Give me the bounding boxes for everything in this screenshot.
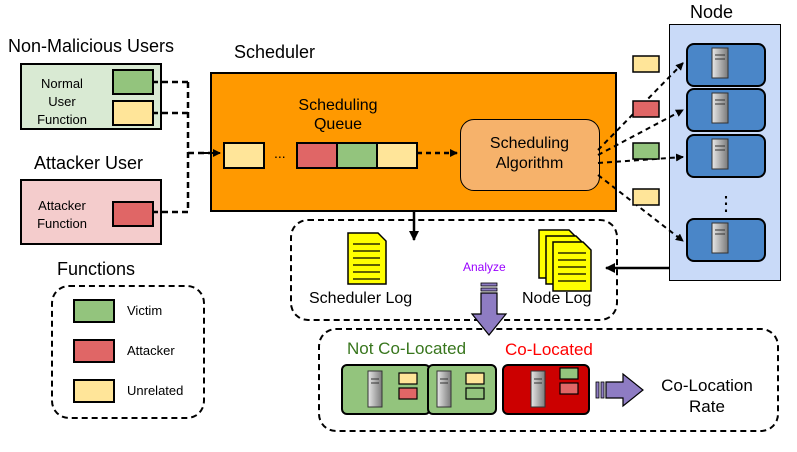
attacker-function-block <box>112 201 154 227</box>
colocation-rate-label: Co-Location Rate <box>661 376 753 416</box>
normal-user-function-label: Normal User Function <box>37 76 87 127</box>
dispatch-attacker-block <box>632 100 660 118</box>
queue-ellipsis: ... <box>274 145 286 161</box>
node-log-label: Node Log <box>522 290 592 307</box>
dispatch-unrelated-block-1 <box>632 55 660 73</box>
algorithm-to-node-arrows <box>597 62 684 242</box>
node-server-icons <box>711 47 729 254</box>
node-title: Node <box>690 2 734 22</box>
analyze-label: Analyze <box>463 260 506 274</box>
node-vertical-ellipsis: ⋮ <box>716 193 736 215</box>
not-colocated-label: Not Co-Located <box>347 339 467 358</box>
result-rate-arrow <box>595 372 644 408</box>
legend-victim-label: Victim <box>127 303 163 318</box>
scheduling-queue-label: Scheduling Queue <box>298 97 378 133</box>
queue-victim-block <box>336 142 378 169</box>
dispatch-unrelated-block-2 <box>632 188 660 206</box>
analyze-arrow <box>470 282 508 336</box>
normal-function-victim-block <box>112 69 154 95</box>
result-node1-attacker <box>398 387 418 400</box>
attacker-user-box: Attacker Function <box>20 179 162 245</box>
result-dashed-box <box>318 328 779 432</box>
scheduling-algorithm-box: Scheduling Algorithm <box>460 119 600 191</box>
legend-attacker-label: Attacker <box>127 343 175 358</box>
scheduler-box: Scheduling Queue ... Scheduling Algorith… <box>210 72 617 212</box>
dispatch-victim-block <box>632 142 660 160</box>
queue-attacker-block <box>296 142 338 169</box>
attacker-function-label: Attacker Function <box>37 198 87 231</box>
scheduling-algorithm-label: Scheduling Algorithm <box>489 135 570 172</box>
result-node2-unrelated <box>465 372 485 385</box>
legend-unrelated-swatch <box>73 379 115 403</box>
scheduler-log-label: Scheduler Log <box>309 290 413 307</box>
result-server-icons <box>367 370 546 408</box>
queue-unrelated-block-1 <box>223 142 265 169</box>
normal-user-box: Normal User Function <box>20 63 162 130</box>
non-malicious-users-title: Non-Malicious Users <box>8 36 175 56</box>
result-node1-unrelated <box>398 372 418 385</box>
attacker-user-title: Attacker User <box>34 153 144 173</box>
legend-victim-swatch <box>73 299 115 323</box>
colocated-label: Co-Located <box>505 340 593 359</box>
legend-unrelated-label: Unrelated <box>127 383 184 398</box>
legend-box: Victim Attacker Unrelated <box>51 285 205 419</box>
legend-title: Functions <box>57 259 136 279</box>
scheduler-title: Scheduler <box>234 42 316 62</box>
node-log-documents-icon <box>538 229 592 292</box>
queue-unrelated-block-2 <box>376 142 418 169</box>
result-node3-victim <box>559 367 579 380</box>
legend-attacker-swatch <box>73 339 115 363</box>
result-node3-attacker <box>559 382 579 395</box>
scheduler-log-document-icon <box>347 232 387 285</box>
user-connectors <box>152 80 210 214</box>
result-node2-victim <box>465 387 485 400</box>
logs-dashed-box <box>290 219 618 321</box>
